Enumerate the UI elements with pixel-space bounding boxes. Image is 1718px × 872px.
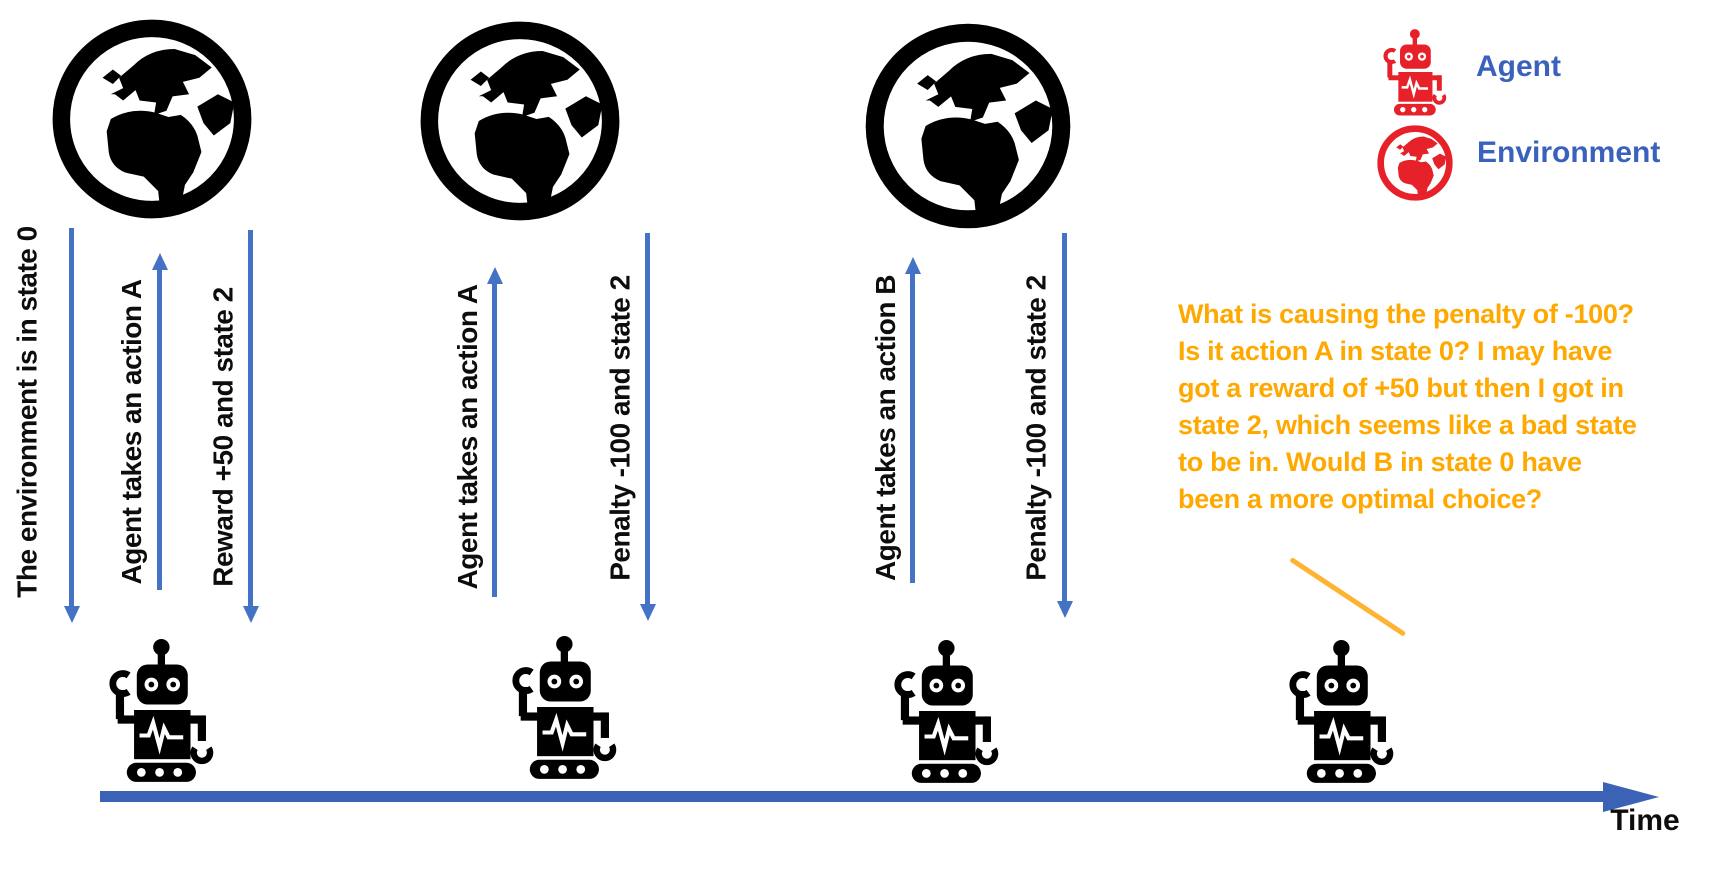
legend-environment-globe-icon: [1376, 124, 1454, 202]
environment-globe-icon-1: [49, 16, 255, 222]
legend-environment-label: Environment: [1477, 136, 1661, 169]
legend-agent-label: Agent: [1476, 50, 1561, 83]
environment-globe-icon-2: [417, 18, 623, 224]
arrow-label: The environment is in state 0: [11, 226, 43, 598]
annotation-line: been a more optimal choice?: [1178, 484, 1542, 514]
arrow-shaft: [492, 283, 497, 597]
arrow-label: Penalty -100 and state 2: [1020, 275, 1052, 581]
environment-globe-icon-3: [862, 20, 1074, 232]
agent-robot-icon-1: [94, 635, 216, 785]
annotation-line: to be in. Would B in state 0 have: [1178, 447, 1582, 477]
agent-robot-icon-3: [879, 636, 1001, 786]
arrow-up-icon: [487, 267, 503, 284]
annotation-pointer-line: [1289, 557, 1407, 637]
annotation-line: What is causing the penalty of -100?: [1178, 299, 1634, 329]
legend-agent-robot-icon: [1374, 28, 1448, 116]
arrow-label: Agent takes an action A: [116, 279, 147, 585]
arrow-shaft: [157, 269, 162, 590]
arrow-down-icon: [243, 606, 259, 623]
arrow-shaft: [69, 228, 74, 606]
arrow-shaft: [645, 233, 650, 604]
arrow-shaft: [1062, 233, 1067, 601]
arrow-down-icon: [64, 606, 80, 623]
arrow-down-icon: [1057, 601, 1073, 618]
agent-robot-icon-2: [497, 632, 619, 782]
time-axis-arrowhead-icon: [1603, 782, 1659, 812]
agent-thought-annotation: What is causing the penalty of -100? Is …: [1178, 296, 1637, 518]
arrow-up-icon: [152, 253, 168, 270]
agent-robot-icon-4: [1274, 636, 1396, 786]
annotation-line: Is it action A in state 0? I may have: [1178, 336, 1613, 366]
time-axis: [100, 791, 1605, 802]
arrow-label: Agent takes an action A: [452, 284, 483, 590]
arrow-up-icon: [905, 257, 921, 274]
arrow-label: Reward +50 and state 2: [207, 287, 239, 587]
annotation-line: state 2, which seems like a bad state: [1178, 410, 1637, 440]
time-axis-label: Time: [1610, 804, 1680, 837]
annotation-line: got a reward of +50 but then I got in: [1178, 373, 1624, 403]
arrow-shaft: [248, 230, 253, 606]
arrow-label: Agent takes an action B: [870, 275, 901, 581]
arrow-label: Penalty -100 and state 2: [604, 275, 636, 581]
arrow-shaft: [910, 273, 915, 583]
arrow-down-icon: [640, 604, 656, 621]
